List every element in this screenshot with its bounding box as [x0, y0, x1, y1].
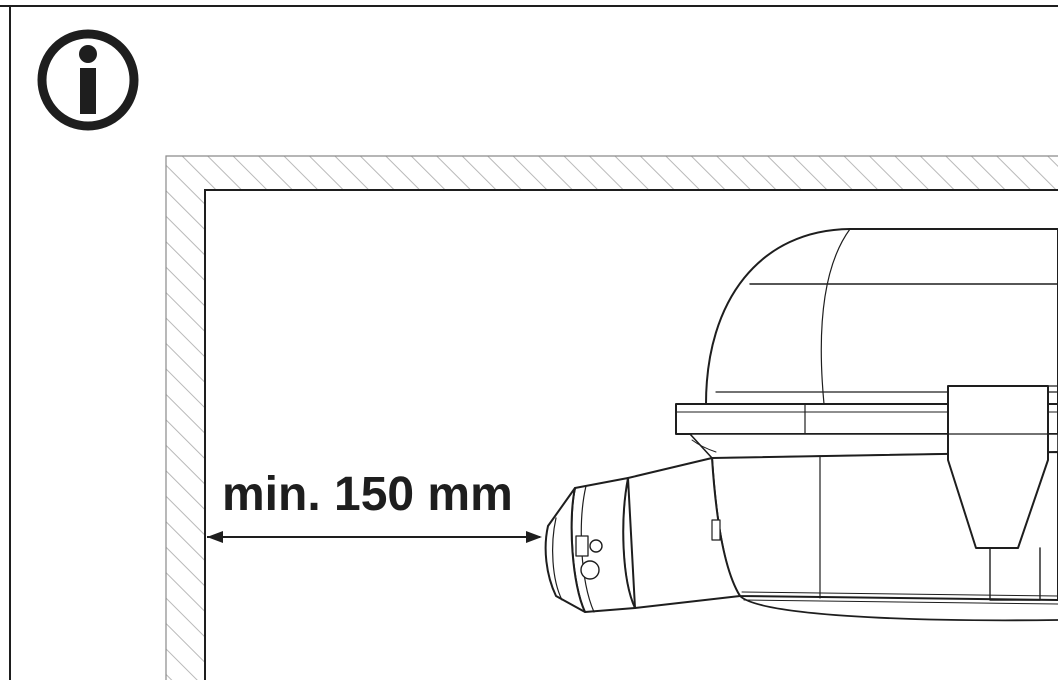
wall-hatching — [165, 155, 1058, 680]
clearance-dimension-line — [207, 531, 542, 543]
outer-border — [0, 5, 1058, 680]
clearance-label: min. 150 mm — [222, 468, 513, 521]
device-illustration — [544, 228, 1058, 622]
info-icon — [37, 29, 139, 131]
